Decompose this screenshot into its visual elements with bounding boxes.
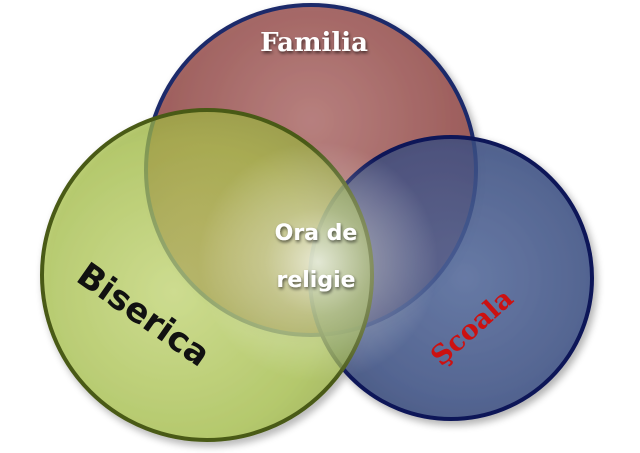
label-familia: Familia xyxy=(260,28,368,58)
center-label-line2: religie xyxy=(276,268,355,293)
center-label-line1: Ora de xyxy=(275,221,358,246)
center-glow xyxy=(198,142,438,382)
